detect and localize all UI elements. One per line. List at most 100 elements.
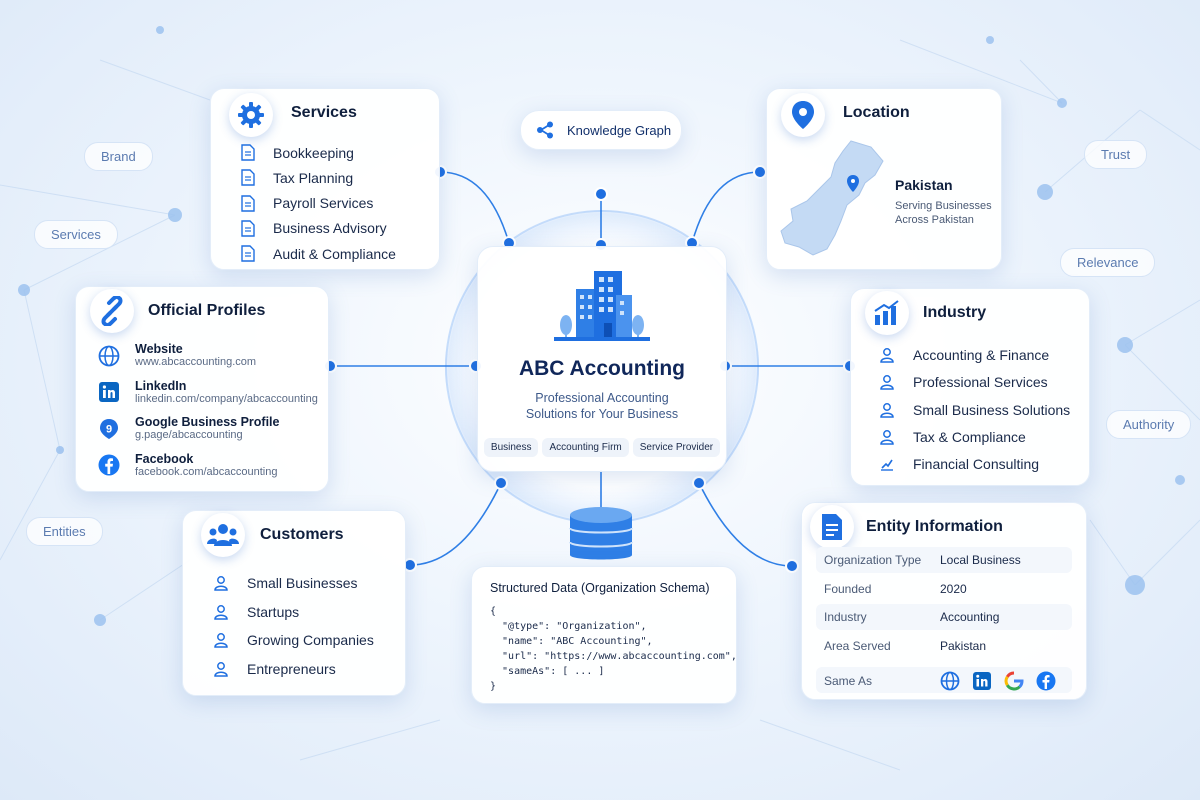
customer-item: Entrepreneurs	[213, 661, 336, 677]
schema-code-line-1: {	[490, 606, 497, 617]
customer-item: Small Businesses	[213, 575, 358, 591]
industry-item: Financial Consulting	[879, 456, 1039, 472]
location-country: Pakistan	[895, 177, 953, 193]
schema-code-line-5: "sameAs": [ ... ]	[490, 666, 605, 677]
customer-label: Entrepreneurs	[247, 660, 336, 677]
industry-item: Accounting & Finance	[879, 347, 1049, 363]
profile-url[interactable]: linkedin.com/company/abcaccounting	[135, 392, 318, 405]
group-icon	[207, 524, 239, 546]
entity-row-bg	[816, 604, 1072, 630]
profile-url[interactable]: www.abcaccounting.com	[135, 356, 257, 368]
profile-name: Facebook	[135, 451, 194, 466]
person-icon	[214, 576, 228, 591]
service-label: Bookkeeping	[273, 144, 354, 161]
profile-name: LinkedIn	[135, 378, 187, 393]
schema-code-line-2: "@type": "Organization",	[490, 621, 647, 632]
google-business-icon: 9	[100, 418, 118, 439]
document-icon	[241, 245, 255, 262]
service-label: Tax Planning	[273, 169, 354, 186]
knowledge-graph-label: Knowledge Graph	[567, 123, 672, 138]
pill-service-provider: Service Provider	[632, 438, 721, 457]
person-icon	[880, 402, 894, 418]
industry-label: Financial Consulting	[913, 456, 1040, 473]
entity-row-bg	[816, 547, 1072, 573]
gear-icon	[238, 102, 264, 128]
company-subtitle-line2: Solutions for Your Business	[525, 407, 679, 421]
entity-row-label: Area Served	[824, 638, 891, 653]
tag-trust: Trust	[1084, 140, 1148, 169]
industry-item: Tax & Compliance	[879, 429, 1026, 445]
globe-icon	[98, 345, 120, 366]
building-icon	[554, 271, 650, 341]
company-name: ABC Accounting	[518, 357, 686, 380]
share-icon	[537, 121, 553, 139]
profiles-title: Official Profiles	[148, 302, 266, 319]
service-label: Audit & Compliance	[273, 245, 396, 262]
customers-title: Customers	[260, 526, 344, 543]
service-label: Payroll Services	[273, 195, 374, 212]
location-desc-line1: Serving Businesses	[895, 200, 992, 212]
structured-data-card: Structured Data (Organization Schema) { …	[471, 566, 737, 704]
industry-badge	[865, 291, 909, 335]
person-icon	[880, 348, 894, 363]
facebook-icon[interactable]	[1036, 671, 1056, 691]
customer-label: Growing Companies	[247, 632, 374, 648]
pill-business: Business	[483, 438, 539, 457]
customer-label: Startups	[247, 603, 300, 620]
linkedin-icon	[99, 382, 119, 402]
entity-row-label: Industry	[824, 610, 867, 624]
pill-accounting-firm: Accounting Firm	[542, 438, 629, 457]
center-card: ABC Accounting Professional Accounting S…	[477, 246, 727, 472]
industry-label: Tax & Compliance	[913, 428, 1026, 445]
person-icon	[880, 429, 894, 445]
same-as-label: Same As	[824, 674, 873, 688]
entity-badge	[810, 505, 854, 549]
entity-row-value: Local Business	[940, 553, 1021, 567]
service-item: Audit & Compliance	[241, 245, 396, 262]
document-icon	[822, 514, 842, 540]
service-item: Bookkeeping	[241, 144, 354, 161]
same-as-icons	[940, 671, 1056, 691]
link-icon	[101, 296, 123, 326]
location-desc-line2: Across Pakistan	[895, 214, 974, 226]
google-icon[interactable]	[1004, 671, 1024, 691]
document-icon	[241, 169, 255, 186]
bar-chart-icon	[874, 300, 899, 325]
industry-item: Small Business Solutions	[879, 402, 1070, 418]
profile-icon	[98, 454, 120, 476]
location-badge	[781, 93, 825, 137]
linkedin-icon[interactable]	[972, 671, 992, 691]
tag-authority: Authority	[1106, 410, 1192, 439]
person-icon	[880, 375, 894, 391]
profile-url[interactable]: facebook.com/abcaccounting	[135, 465, 278, 478]
person-icon	[214, 604, 228, 620]
document-icon	[241, 194, 255, 212]
entity-row-value: 2020	[940, 581, 967, 596]
service-label: Business Advisory	[273, 220, 387, 237]
knowledge-graph-pill: Knowledge Graph	[520, 110, 682, 150]
entity-row-label: Founded	[824, 581, 872, 596]
customer-label: Small Businesses	[247, 575, 358, 591]
same-as-row-bg	[816, 667, 1072, 693]
globe-icon[interactable]	[940, 671, 960, 691]
profile-name: Google Business Profile	[135, 415, 280, 429]
svg-text:9: 9	[106, 423, 112, 435]
industry-title: Industry	[923, 304, 987, 321]
profile-url[interactable]: g.page/abcaccounting	[135, 429, 243, 441]
tag-brand: Brand	[84, 142, 153, 171]
entity-row-value: Pakistan	[940, 638, 987, 653]
profile-icon: 9	[98, 418, 120, 440]
schema-code-line-4: "url": "https://www.abcaccounting.com",	[490, 651, 737, 662]
entity-row-value: Accounting	[940, 610, 1000, 624]
customer-item: Startups	[213, 604, 299, 620]
document-icon	[241, 144, 255, 161]
